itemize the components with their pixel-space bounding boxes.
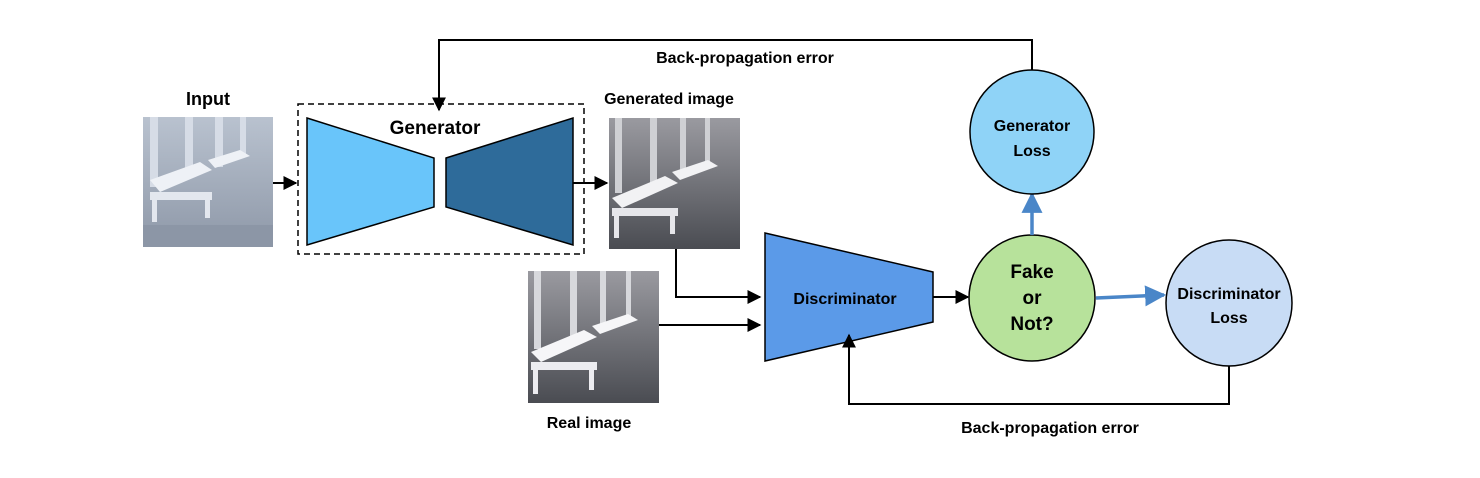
decision-label-line1: Fake: [1010, 262, 1053, 283]
decision-label-line2: or: [1023, 288, 1043, 309]
discriminator-loss-label-line1: Discriminator: [1177, 286, 1280, 303]
real-image-label: Real image: [547, 415, 632, 432]
discriminator-loss-node: [1165, 239, 1293, 367]
input-label: Input: [186, 89, 230, 109]
backprop-top-label: Back-propagation error: [656, 50, 834, 67]
generated-to-discriminator-arrow: [675, 249, 762, 304]
real-image: [528, 271, 659, 403]
generator-label: Generator: [390, 118, 481, 139]
backprop-bottom-arrow: [842, 333, 1230, 405]
generator-decoder: [445, 116, 574, 247]
generator-loss-label-line1: Generator: [994, 118, 1070, 135]
generated-image-label: Generated image: [604, 91, 734, 108]
input-image: [143, 117, 273, 247]
discriminator-label: Discriminator: [793, 291, 896, 308]
discriminator-loss-label-line2: Loss: [1210, 310, 1247, 327]
generator-encoder: [306, 116, 435, 247]
generator-loss-label-line2: Loss: [1013, 143, 1050, 160]
generated-image: [609, 118, 740, 249]
backprop-top-arrow: [432, 39, 1033, 112]
discriminator-shape: [764, 232, 934, 362]
decision-label-line3: Not?: [1010, 314, 1053, 335]
backprop-bottom-label: Back-propagation error: [961, 420, 1139, 437]
decision-to-discriminator-loss-arrow: [1095, 285, 1167, 307]
